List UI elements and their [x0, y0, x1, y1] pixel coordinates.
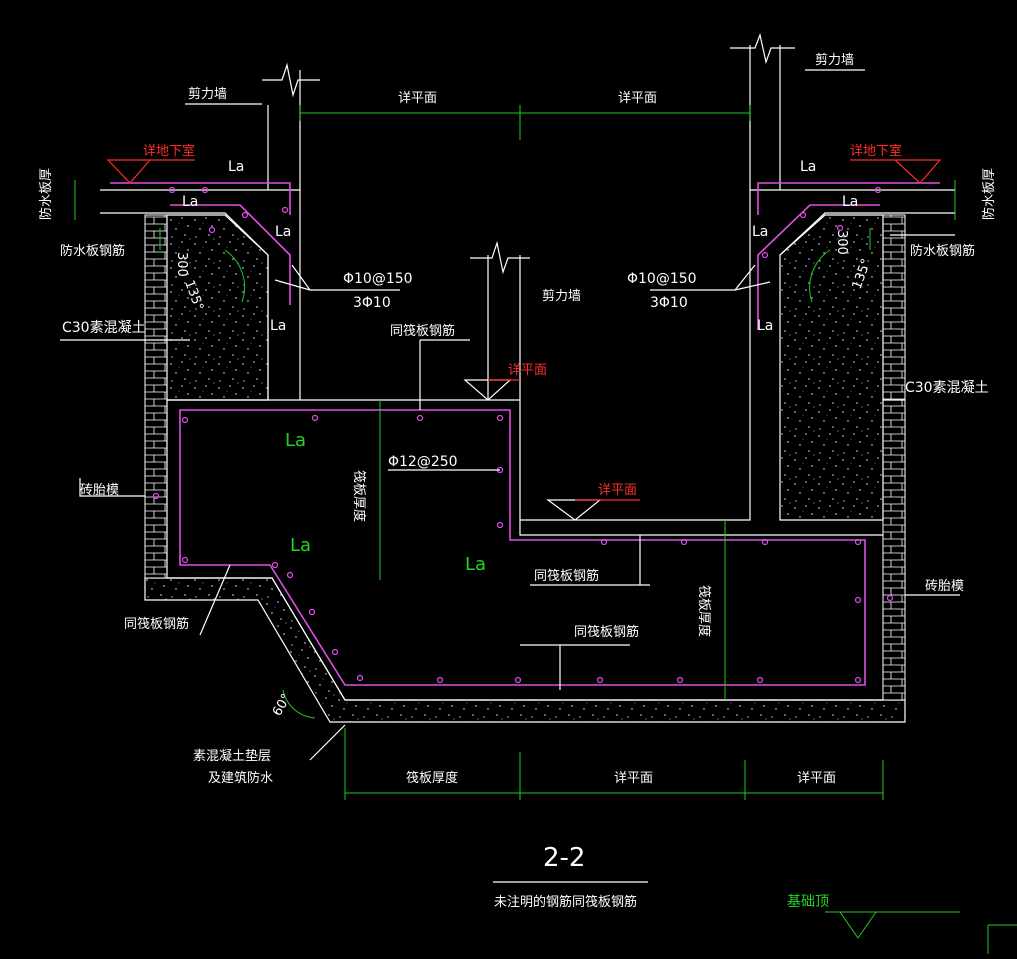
label-same-raft-rebar-mid: 同筏板钢筋 [534, 568, 599, 584]
la-label: La [752, 224, 768, 240]
label-waterproof-thickness-right: 防水板厚 [981, 168, 997, 220]
label-waterproof-thickness-left: 防水板厚 [38, 168, 54, 220]
rebar-left-top [110, 182, 291, 215]
label-foundation-top: 基础顶 [787, 893, 829, 910]
pit-step-line [167, 577, 883, 701]
label-shear-wall-mid: 剪力墙 [542, 288, 581, 304]
shear-wall-left-lines [267, 70, 301, 190]
shear-wall-right-lines [749, 45, 781, 190]
pit-outline-right [300, 189, 955, 521]
rebar-right-top [757, 182, 940, 215]
label-angle-60: 60° [270, 691, 295, 718]
leader-lines [60, 69, 960, 883]
la-label: La [182, 194, 198, 210]
section-title: 2-2 [543, 843, 585, 873]
la-label: La [228, 159, 244, 175]
label-see-plan-mid: 详平面 [508, 363, 547, 378]
red-markers [106, 159, 942, 521]
label-raft-thickness-right: 筏板厚度 [696, 585, 712, 637]
label-c30-right: C30素混凝土 [905, 380, 989, 396]
la-label: La [757, 318, 773, 334]
label-see-plan-bottom-mid: 详平面 [614, 771, 653, 786]
label-rebar-mid: Φ12@250 [388, 454, 458, 470]
label-same-raft-rebar-low: 同筏板钢筋 [574, 624, 639, 640]
brick-form-right-wall [882, 214, 906, 701]
pit-outline-right-lower [519, 520, 883, 536]
label-same-raft-rebar-left: 同筏板钢筋 [124, 616, 189, 632]
la-label: La [270, 318, 286, 334]
label-see-basement-left: 详地下室 [143, 143, 195, 159]
label-dim-300-left: 300 [174, 252, 189, 277]
c30-concrete-right [779, 214, 884, 521]
label-see-plan-bottom-right: 详平面 [797, 771, 836, 786]
la-label: La [800, 159, 816, 175]
break-mark-left [262, 62, 320, 98]
section-note: 未注明的钢筋同筏板钢筋 [494, 894, 637, 910]
label-rebar-right-2: 3Φ10 [650, 295, 688, 311]
rebar-right-corner [757, 204, 880, 330]
label-cushion-line1: 素混凝土垫层 [193, 748, 271, 764]
break-mark-right [730, 32, 795, 65]
label-see-plan-step: 详平面 [598, 483, 637, 498]
la-label: La [285, 430, 306, 451]
dimension-lines [74, 105, 1017, 954]
la-label: La [842, 194, 858, 210]
label-brick-form-left: 砖胎模 [80, 483, 119, 498]
c30-concrete-left [166, 214, 269, 401]
label-rebar-left-2: 3Φ10 [353, 295, 391, 311]
waterproof-board-right [779, 212, 955, 256]
label-waterproof-rebar-right: 防水板钢筋 [910, 243, 975, 259]
label-same-raft-rebar-top: 同筏板钢筋 [390, 323, 455, 339]
waterproof-board-left [100, 212, 269, 256]
label-dim-300-right: 300 [834, 230, 849, 255]
la-label: La [290, 535, 311, 556]
rebar-dots [152, 186, 894, 684]
label-brick-form-right: 砖胎模 [925, 579, 964, 594]
label-raft-thickness-bottom: 筏板厚度 [406, 770, 458, 786]
label-raft-thickness-left: 筏板厚度 [351, 470, 367, 522]
shear-wall-mid-lines [487, 255, 521, 400]
rebar-left-corner [170, 204, 291, 305]
label-see-basement-right: 详地下室 [850, 143, 902, 159]
la-label: La [275, 224, 291, 240]
label-shear-wall-left: 剪力墙 [188, 86, 227, 102]
label-c30-left: C30素混凝土 [62, 320, 146, 336]
label-rebar-right-1: Φ10@150 [627, 271, 697, 287]
label-shear-wall-right: 剪力墙 [815, 52, 854, 68]
label-see-plan-top-left: 详平面 [398, 91, 437, 106]
break-mark-mid [470, 240, 530, 275]
label-see-plan-top-right: 详平面 [618, 91, 657, 106]
label-waterproof-rebar-left: 防水板钢筋 [60, 243, 125, 259]
rebar-raft-upper [179, 409, 866, 686]
label-rebar-left-1: Φ10@150 [343, 271, 413, 287]
label-cushion-line2: 及建筑防水 [208, 770, 273, 786]
la-label: La [465, 554, 486, 575]
brick-form-left-wall [144, 214, 168, 579]
